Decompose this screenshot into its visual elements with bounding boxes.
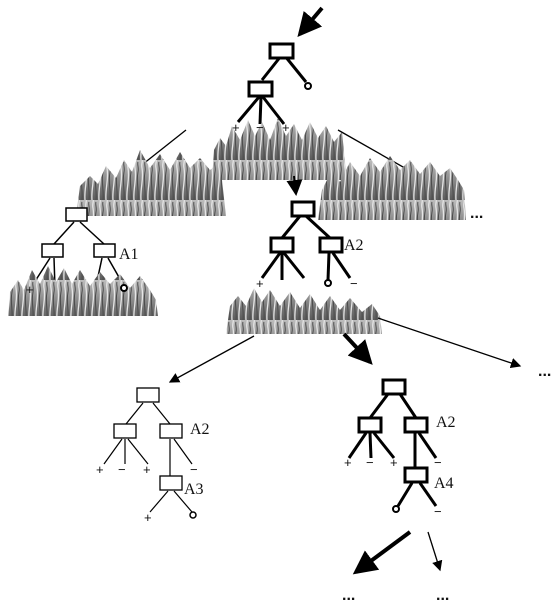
- sign-minus: −: [256, 120, 264, 135]
- label-a2-left: A2: [190, 421, 210, 438]
- branch-arrow-left: [168, 335, 255, 383]
- sign-plus: +: [96, 462, 104, 477]
- leaf-node: [189, 511, 197, 519]
- sign-minus: −: [366, 455, 374, 470]
- sign-plus: +: [232, 120, 240, 135]
- sign-minus: −: [190, 462, 198, 477]
- root-node: [268, 42, 295, 60]
- root-tree: [236, 42, 312, 125]
- branch-arrow-center: [342, 332, 373, 365]
- ellipsis-bottom-1: ...: [342, 587, 355, 604]
- sign-plus: +: [282, 120, 290, 135]
- label-a1: A1: [119, 246, 139, 263]
- label-a3: A3: [184, 481, 204, 498]
- bottom-left-tree: [103, 387, 193, 513]
- bottom-left-node-a2: [159, 423, 183, 439]
- sign-plus: +: [344, 455, 352, 470]
- bottom-right-node-a2: [403, 416, 429, 434]
- label-a4: A4: [434, 475, 454, 492]
- sign-plus: +: [256, 276, 264, 291]
- branch-arrow-right: [377, 317, 522, 369]
- bottom-right-node-a4: [403, 466, 429, 484]
- branch-arrow: [286, 175, 303, 196]
- bottom-left-node-a3: [159, 475, 183, 491]
- left-tree-node-a1: [93, 243, 116, 258]
- sign-plus: +: [390, 455, 398, 470]
- label-a2-right: A2: [436, 414, 456, 431]
- bottom-left-node: [113, 423, 137, 439]
- bottom-right-tree: [347, 378, 438, 507]
- left-tree-node: [41, 243, 64, 258]
- fire-region-left: [76, 150, 226, 216]
- branch-arrow-bottom-bold: [352, 530, 412, 575]
- ellipsis-right-1: ...: [470, 205, 483, 222]
- sign-minus: −: [434, 504, 442, 519]
- sign-minus: −: [118, 462, 126, 477]
- ellipsis-right-2: ...: [538, 363, 551, 380]
- entry-arrow: [297, 6, 324, 38]
- middle-tree-node-a2: [318, 236, 344, 254]
- left-tree: [31, 207, 125, 289]
- bottom-right-node: [357, 416, 383, 434]
- middle-tree-node: [269, 236, 295, 254]
- fire-region-top: [212, 118, 347, 180]
- leaf-node: [120, 284, 128, 292]
- ellipsis-bottom-2: ...: [436, 587, 449, 604]
- sign-plus: +: [26, 282, 34, 297]
- leaf-node: [392, 505, 400, 513]
- fire-region-left-low: [8, 266, 158, 316]
- root-child-node: [247, 80, 274, 98]
- label-a2-middle: A2: [344, 237, 364, 254]
- leaf-node: [324, 279, 332, 287]
- fire-region-middle-low: [226, 288, 382, 334]
- sign-minus: −: [350, 276, 358, 291]
- fire-region-right: [318, 156, 466, 220]
- sign-plus: +: [143, 462, 151, 477]
- sign-plus: +: [144, 510, 152, 525]
- branch-arrow-bottom-thin: [427, 531, 443, 572]
- middle-tree: [260, 200, 352, 281]
- sign-minus: −: [434, 455, 442, 470]
